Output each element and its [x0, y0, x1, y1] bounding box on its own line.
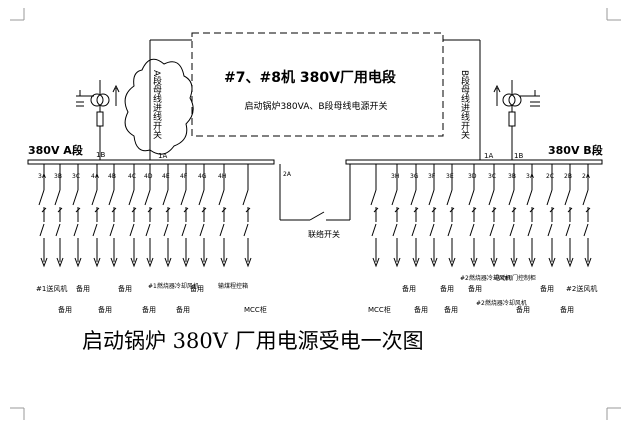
crop-marks [10, 8, 621, 420]
right-incomer [443, 39, 540, 160]
right-feed-tag-2: 1B [514, 152, 523, 160]
load-left-6: 输煤程控箱 [218, 282, 248, 290]
left-breaker-label: 4G [198, 173, 207, 180]
load-left-1: #1送风机 [36, 284, 67, 293]
left-breaker-label: 4E [162, 173, 170, 180]
left-breaker-label: 4F [180, 173, 188, 180]
left-breaker-label: 3A [38, 173, 47, 180]
load-right-6: 备用 [540, 284, 554, 293]
box-subtitle: 启动锅炉380VA、B段母线电源开关 [244, 100, 387, 112]
left-breaker-label: 4H [218, 173, 226, 180]
load-left-5: 备用 [190, 284, 204, 293]
left-breaker-label: 4D [144, 173, 153, 180]
load-right-12: 备用 [516, 305, 530, 314]
left-feeder-8: 4E [162, 164, 172, 268]
load-left-4: #1燃烧器冷却风机 [148, 282, 199, 290]
right-feed-label: B段母线进线开关 [459, 70, 470, 140]
box-title: #7、#8机 380V厂用电段 [224, 69, 396, 86]
load-left-7: 备用 [58, 305, 72, 314]
load-right-3: 备用 [468, 284, 482, 293]
right-breaker-label: 3C [488, 173, 496, 180]
load-left-11: MCC柜 [244, 305, 267, 314]
load-right-7: #2送风机 [566, 284, 597, 293]
revision-cloud [124, 58, 194, 155]
left-breaker-label: 3C [72, 173, 80, 180]
load-right-8: MCC柜 [368, 305, 391, 314]
right-breaker-label: 3A [526, 173, 535, 180]
left-feeder-10: 4G [198, 164, 208, 268]
bus-a-label: 380V A段 [28, 143, 83, 157]
left-breaker-label: 3B [54, 173, 62, 180]
right-breaker-label: 2B [564, 173, 572, 180]
right-feeder-4: 3F [428, 164, 438, 268]
right-breaker-label: 2C [546, 173, 554, 180]
bus-b [345, 159, 603, 165]
load-right-11: #2燃烧器冷却风机 [476, 299, 527, 307]
left-feeder-11: 4H [218, 164, 228, 268]
left-feeders: 3A 3B 3C 4A 4B 4C 4D 4E 4F 4G 4H [38, 164, 252, 268]
left-feed-label: A段母线进线开关 [151, 70, 162, 140]
load-right-9: 备用 [414, 305, 428, 314]
load-left-9: 备用 [142, 305, 156, 314]
right-feeder-7: 3C [488, 164, 498, 268]
right-breaker-label: 3F [428, 173, 436, 180]
load-left-10: 备用 [176, 305, 190, 314]
load-left-3: 备用 [118, 284, 132, 293]
right-breaker-label: 3H [391, 173, 399, 180]
load-right-13: 备用 [560, 305, 574, 314]
right-feeder-5: 3E [446, 164, 456, 268]
right-breaker-label: 3B [508, 173, 516, 180]
right-feeder-12: 2A [582, 164, 592, 268]
right-feeder-9: 3A [526, 164, 536, 268]
bus-tie-tag: 2A [283, 171, 292, 178]
left-breaker-label: 4B [108, 173, 116, 180]
right-breaker-label: 3E [446, 173, 454, 180]
load-right-1: 备用 [402, 284, 416, 293]
load-right-4: #2燃烧器冷却风机 [460, 274, 511, 282]
left-feeder-6: 4C [128, 164, 138, 268]
left-feeder-3: 3C [72, 164, 82, 268]
left-feeder-4: 4A [91, 164, 101, 268]
right-feeder-3: 3G [410, 164, 420, 268]
bus-a [27, 159, 275, 165]
right-feeder-11: 2B [564, 164, 574, 268]
right-feeder-1 [370, 164, 380, 268]
left-feeder-1: 3A [38, 164, 48, 268]
left-breaker-label: 4C [128, 173, 136, 180]
bus-tie-label: 联络开关 [308, 229, 340, 239]
right-feeders: 3H 3G 3F 3E 3D 3C 3B 3A 2C 2B 2A [370, 164, 592, 268]
left-incomer [76, 39, 192, 160]
left-feeder-5: 4B [108, 164, 118, 268]
left-feeder-2: 3B [54, 164, 64, 268]
left-feeder-7: 4D [144, 164, 154, 268]
right-breaker-label: 2A [582, 173, 591, 180]
load-right-5: 电动阀门控制柜 [494, 274, 536, 282]
dashed-box [191, 32, 444, 137]
load-right-2: 备用 [440, 284, 454, 293]
left-breaker-label: 4A [91, 173, 100, 180]
left-feed-tag-2: 1A [158, 152, 167, 160]
bus-b-label: 380V B段 [548, 143, 603, 157]
left-feeder-12 [242, 164, 252, 268]
right-breaker-label: 3G [410, 173, 419, 180]
left-feeder-9: 4F [180, 164, 190, 268]
load-left-8: 备用 [98, 305, 112, 314]
main-title: 启动锅炉 380V 厂用电源受电一次图 [82, 329, 424, 353]
load-right-10: 备用 [444, 305, 458, 314]
bus-tie-link [279, 164, 351, 221]
right-breaker-label: 3D [468, 173, 477, 180]
load-left-2: 备用 [76, 284, 90, 293]
right-feeder-10: 2C [546, 164, 556, 268]
left-feed-tag-1: 1B [96, 151, 105, 159]
right-feeder-8: 3B [508, 164, 518, 268]
right-feed-tag-1: 1A [484, 152, 493, 160]
right-feeder-6: 3D [468, 164, 478, 268]
right-feeder-2: 3H [391, 164, 401, 268]
